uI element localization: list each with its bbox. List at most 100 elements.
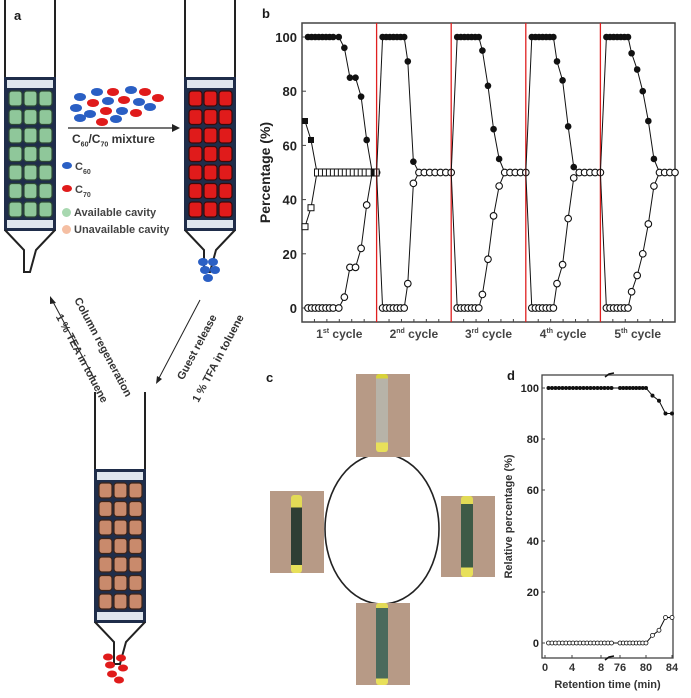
y-tick-label: 100 bbox=[275, 30, 297, 45]
open-point bbox=[334, 304, 343, 312]
filled-point bbox=[609, 386, 614, 390]
filled-point bbox=[624, 33, 632, 41]
y-axis-label: Relative percentage (%) bbox=[503, 454, 515, 578]
open-point bbox=[400, 304, 409, 312]
cavity-cell bbox=[218, 90, 233, 107]
open-point bbox=[558, 260, 567, 269]
filled-point bbox=[546, 386, 551, 390]
y-tick-label: 80 bbox=[283, 84, 297, 99]
c70-molecule-icon bbox=[107, 88, 119, 96]
open-square-point bbox=[301, 223, 309, 231]
cavity-cell bbox=[8, 201, 23, 218]
filled-point bbox=[650, 155, 658, 163]
plateau-square-point bbox=[365, 168, 372, 177]
cycle-label-word: cycle bbox=[628, 327, 662, 341]
filled-point bbox=[357, 93, 365, 100]
filled-point bbox=[599, 386, 603, 390]
open-point bbox=[495, 182, 503, 190]
filled-point bbox=[479, 47, 486, 54]
c70-molecule-icon bbox=[118, 96, 130, 104]
x-tick-label: 0 bbox=[542, 662, 548, 674]
cavity-cell bbox=[38, 182, 53, 200]
open-point bbox=[403, 279, 412, 288]
open-square-point bbox=[307, 204, 315, 212]
column-initial bbox=[4, 0, 56, 273]
frit-bottom bbox=[187, 220, 233, 228]
axis-break-top-icon bbox=[604, 372, 615, 378]
cycle-label-sup: th bbox=[621, 328, 628, 335]
cavity-cell bbox=[218, 201, 233, 218]
cavity-cell bbox=[8, 90, 23, 107]
filled-point bbox=[640, 386, 645, 390]
transition-line bbox=[525, 172, 533, 309]
transition-line bbox=[450, 36, 458, 173]
open-series-line bbox=[606, 172, 660, 309]
cavity-cell bbox=[128, 574, 143, 592]
cavity-cell bbox=[188, 164, 203, 181]
filled-point bbox=[650, 393, 655, 398]
filled-point bbox=[592, 386, 596, 390]
y-tick-label: 40 bbox=[527, 536, 539, 548]
open-point bbox=[656, 627, 662, 633]
filled-point bbox=[550, 33, 557, 41]
open-point bbox=[549, 304, 558, 312]
cavity-cell bbox=[38, 108, 53, 126]
legend-item-c60: C60 bbox=[62, 158, 169, 181]
cavity-cell bbox=[188, 108, 203, 126]
column-tube bbox=[461, 496, 473, 577]
cavity-cell bbox=[203, 108, 218, 126]
c60-dot-icon bbox=[62, 162, 72, 170]
c60-molecule-icon bbox=[125, 86, 137, 94]
filled-point bbox=[560, 386, 565, 390]
filled-point bbox=[341, 44, 348, 52]
filled-series-line bbox=[308, 36, 373, 173]
filled-point bbox=[578, 386, 582, 390]
cavity-cell bbox=[113, 556, 128, 573]
c70-molecule-icon bbox=[96, 118, 108, 126]
photo-right-column bbox=[441, 496, 495, 577]
cycle-label-sup: th bbox=[546, 328, 553, 335]
open-point bbox=[357, 244, 365, 253]
arrow-head-icon bbox=[172, 124, 180, 132]
cycle-ellipse bbox=[324, 453, 440, 605]
filled-point bbox=[631, 386, 635, 390]
photo-top-column bbox=[356, 374, 410, 457]
filled-point bbox=[550, 386, 554, 390]
filled-series-line bbox=[531, 36, 580, 173]
cavity-cell bbox=[188, 182, 203, 200]
open-point bbox=[650, 182, 658, 190]
c70-molecule-icon bbox=[152, 94, 164, 102]
c60-molecule-icon bbox=[144, 103, 156, 111]
filled-point bbox=[588, 386, 593, 390]
cavity-cell bbox=[128, 537, 143, 555]
y-tick-label: 40 bbox=[283, 193, 297, 208]
open-point bbox=[478, 290, 487, 299]
axis-break-bottom-icon bbox=[604, 655, 615, 661]
cavity-cell bbox=[218, 127, 233, 144]
initial-filled-line bbox=[304, 120, 318, 173]
arrow-label-c: C bbox=[72, 132, 81, 146]
released-c60-icon bbox=[200, 266, 210, 274]
filled-point bbox=[634, 386, 639, 390]
cycle-label: 2nd cycle bbox=[390, 327, 439, 341]
released-c60-icon bbox=[208, 258, 218, 266]
cavity-cell bbox=[98, 537, 113, 555]
filled-point bbox=[557, 386, 561, 390]
x-tick-label: 4 bbox=[569, 662, 576, 674]
cycle-label-word: cycle bbox=[553, 327, 587, 341]
filled-point bbox=[645, 117, 652, 125]
x-tick-label: 80 bbox=[640, 662, 652, 674]
x-axis-label: Retention time (min) bbox=[554, 679, 661, 691]
cavity-cell bbox=[38, 127, 53, 144]
filled-series-line bbox=[548, 387, 672, 414]
transition-line bbox=[450, 172, 458, 309]
open-point bbox=[643, 640, 649, 646]
column-outlet bbox=[4, 229, 56, 273]
released-c70-icon bbox=[107, 670, 117, 678]
cavity-cell bbox=[188, 90, 203, 107]
panel-d-label: d bbox=[507, 368, 515, 383]
y-tick-label: 0 bbox=[533, 638, 539, 650]
regeneration-arrow bbox=[51, 299, 96, 381]
filled-point bbox=[574, 386, 579, 390]
